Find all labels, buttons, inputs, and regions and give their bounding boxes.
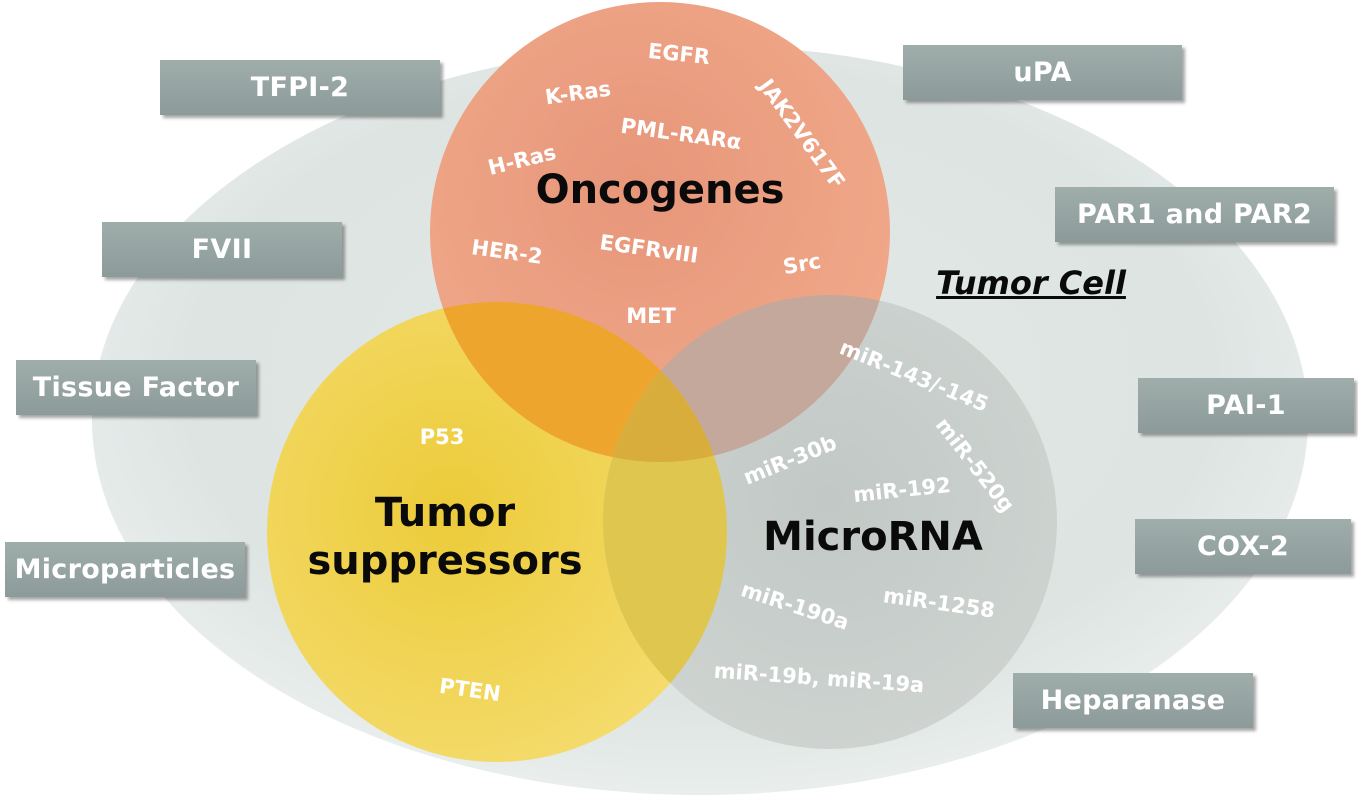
factor-pai-1: PAI-1 — [1138, 378, 1354, 433]
suppressors-label: Tumor suppressors — [307, 489, 582, 585]
factor-heparanase: Heparanase — [1013, 673, 1253, 728]
overlap-oncogenes-microrna — [603, 295, 890, 462]
oncogenes-label: Oncogenes — [535, 167, 785, 213]
suppressor-item: P53 — [419, 425, 465, 449]
suppressors-label-line2: suppressors — [307, 538, 583, 584]
tumor-cell-title: Tumor Cell — [936, 264, 1126, 302]
overlap-oncogenes-suppressors — [430, 302, 727, 462]
factor-cox-2: COX-2 — [1135, 519, 1351, 574]
factor-tfpi-2: TFPI-2 — [160, 60, 440, 115]
suppressors-label-line1: Tumor — [374, 490, 516, 536]
factor-microparticles: Microparticles — [5, 542, 245, 597]
oncogene-item: MET — [626, 304, 676, 328]
factor-tissue-factor: Tissue Factor — [16, 360, 256, 415]
factor-upa: uPA — [903, 45, 1182, 100]
microrna-label: MicroRNA — [763, 514, 983, 560]
factor-par1-par2: PAR1 and PAR2 — [1055, 187, 1334, 242]
factor-fvii: FVII — [102, 222, 342, 277]
